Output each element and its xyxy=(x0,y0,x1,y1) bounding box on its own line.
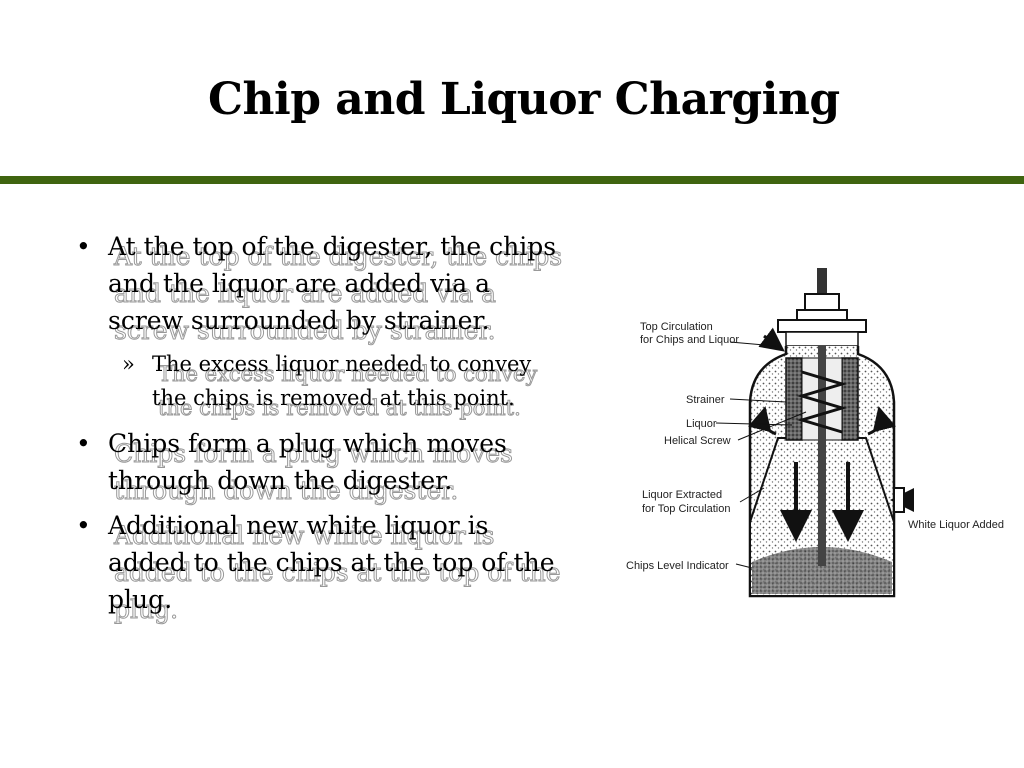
bullet-text-shadow: Additional new white liquor is added to … xyxy=(114,521,562,625)
bullet-item: • Additional new white liquor is added t… xyxy=(76,507,566,625)
bullet-text-shadow: Chips form a plug which moves through do… xyxy=(114,439,514,506)
bullet-item: • At the top of the digester, the chips … xyxy=(76,228,566,346)
label-liquor: Liquor xyxy=(686,418,717,430)
label-liquor-extracted-2: for Top Circulation xyxy=(642,503,730,515)
bullet-text-shadow: At the top of the digester, the chips an… xyxy=(114,242,563,346)
title-divider xyxy=(0,176,1024,184)
bullet-marker: • xyxy=(76,232,91,261)
label-white-liquor: White Liquor Added xyxy=(908,519,1004,531)
label-liquor-extracted: Liquor Extracted xyxy=(642,489,722,501)
label-top-circulation-2: for Chips and Liquor xyxy=(640,334,739,346)
label-top-circulation: Top Circulation xyxy=(640,321,713,333)
leader-lines xyxy=(715,341,807,569)
label-helical-screw: Helical Screw xyxy=(664,435,731,447)
bullet-text: Additional new white liquor is added to … xyxy=(108,511,555,614)
label-chips-level: Chips Level Indicator xyxy=(626,560,729,572)
bullet-text: At the top of the digester, the chips an… xyxy=(108,232,557,335)
slide-title: Chip and Liquor Charging xyxy=(208,74,840,125)
bullet-text: Chips form a plug which moves through do… xyxy=(108,429,507,495)
sub-bullet-text: The excess liquor needed to convey the c… xyxy=(152,352,532,410)
label-strainer: Strainer xyxy=(686,394,725,406)
bullet-marker: • xyxy=(76,511,91,540)
white-liquor-nozzle xyxy=(893,487,905,513)
sub-bullet-marker: » xyxy=(122,352,135,376)
drive-assembly xyxy=(777,268,867,347)
helical-screw xyxy=(796,346,848,566)
sub-bullet-text-shadow: The excess liquor needed to convey the c… xyxy=(158,362,538,421)
sub-bullet-item: » The excess liquor needed to convey the… xyxy=(76,347,566,421)
flow-arrows xyxy=(748,327,914,542)
digester-diagram: Top Circulation for Chips and Liquor Str… xyxy=(626,268,1004,598)
bullet-item: • Chips form a plug which moves through … xyxy=(76,425,566,506)
bullet-marker: • xyxy=(76,429,91,458)
bullet-list: • At the top of the digester, the chips … xyxy=(76,228,566,626)
